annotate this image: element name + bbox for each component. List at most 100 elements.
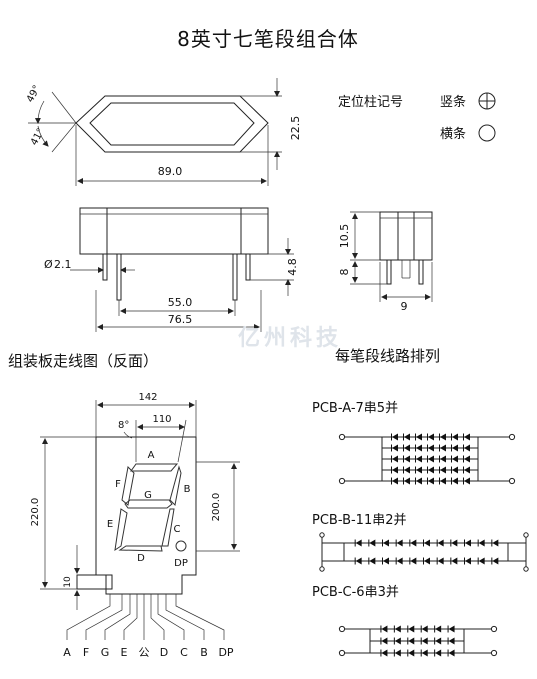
angle-top-label: 49° [25,84,43,105]
diode-icon [396,539,403,547]
diode-icon [452,466,458,474]
segment-label-d: D [137,553,145,564]
diode-icon [435,649,442,657]
width-label: 89.0 [158,165,183,178]
tab-height-label: 10 [63,576,73,588]
segment-label-a: A [148,450,155,461]
terminal-icon [338,649,346,657]
diode-icon [464,444,470,452]
diode-icon [451,539,458,547]
diode-icon [451,557,458,565]
diode-icon [381,637,388,645]
diode-icon [452,433,458,441]
diameter-symbol: Ø [44,258,53,271]
diode-icon [416,455,422,463]
diode-icon [464,477,470,485]
board-width-inner-label: 110 [152,414,171,425]
pcb-c-label: PCB-C-6串3并 [312,585,399,600]
diode-icon [394,637,401,645]
board-tab [76,574,113,590]
terminal-icon [490,625,498,633]
segment-d [118,545,163,552]
diode-icon [440,433,446,441]
diode-icon [392,477,398,485]
diode-icon [448,637,455,645]
assembly-board: A B C D E F G DP 142 110 8° 220.0 200.0 [30,392,240,659]
diode-icon [452,477,458,485]
segment-f [121,465,135,506]
diode-icon [355,557,362,565]
diode-icon [355,539,362,547]
diode-icon [410,557,417,565]
diode-icon [440,444,446,452]
pin-height-label: 8 [338,269,351,276]
diode-icon [392,444,398,452]
diode-icon [416,444,422,452]
side-width-label: 9 [401,300,408,313]
pcb-c-diode-array [338,625,498,657]
segment-label-c: C [174,524,181,535]
pin-label-common: 公 [139,646,150,659]
diode-icon [381,649,388,657]
circle-icon [478,124,496,142]
crossed-circle-icon [478,92,496,110]
pin-label-g: G [101,646,110,659]
diode-icon [421,637,428,645]
segment-label-b: B [184,484,191,495]
diode-icon [404,477,410,485]
diode-icon [428,466,434,474]
diode-icon [435,637,442,645]
hexagon-outer [75,95,269,153]
diode-icon [424,539,430,547]
diode-icon [416,477,422,485]
pin-label-e: E [121,646,128,659]
segment-a [130,463,179,472]
pin-label-a: A [63,646,71,659]
diode-icon [369,557,376,565]
segment-label-g: G [144,490,152,501]
diode-icon [404,466,410,474]
height-label: 22.5 [289,116,302,141]
pin-label-d: D [160,646,168,659]
board-width-outer-label: 142 [138,392,157,403]
pin-label-c: C [180,646,188,659]
board-title: 组装板走线图（反面） [8,352,158,370]
diode-icon [464,466,470,474]
diode-icon [452,455,458,463]
diode-icon [404,444,410,452]
terminal-icon [319,532,325,538]
terminal-icon [338,625,346,633]
terminal-icon [523,532,529,538]
wiring-title: 每笔段线路排列 [335,347,440,365]
terminal-icon [338,433,346,441]
segment-label-f: F [115,479,121,490]
diode-icon [464,433,470,441]
diode-icon [381,625,388,633]
diode-icon [392,433,398,441]
page-title: 8英寸七笔段组合体 [177,27,359,51]
legend-heading: 定位柱记号 [338,95,403,110]
pcb-b-diode-array [319,532,529,572]
board-outline [95,436,197,595]
diode-icon [464,455,470,463]
pcb-a-diode-array [338,433,516,485]
diode-icon [404,455,410,463]
top-view: 49° 41° 22.5 89.0 [25,78,302,186]
segment-label-e: E [107,519,113,530]
terminal-icon [508,433,516,441]
diode-icon [424,557,430,565]
diode-icon [440,477,446,485]
diode-icon [369,539,376,547]
diode-icon [416,433,422,441]
diode-icon [492,539,499,547]
terminal-icon [523,566,529,572]
pin-diameter-label: 2.1 [54,258,72,271]
diode-icon [416,466,422,474]
diode-icon [383,539,389,547]
diode-icon [428,455,434,463]
diode-icon [448,625,455,633]
pin-label-f: F [83,646,89,659]
terminal-icon [508,477,516,485]
diode-icon [465,539,471,547]
terminal-icon [490,649,498,657]
